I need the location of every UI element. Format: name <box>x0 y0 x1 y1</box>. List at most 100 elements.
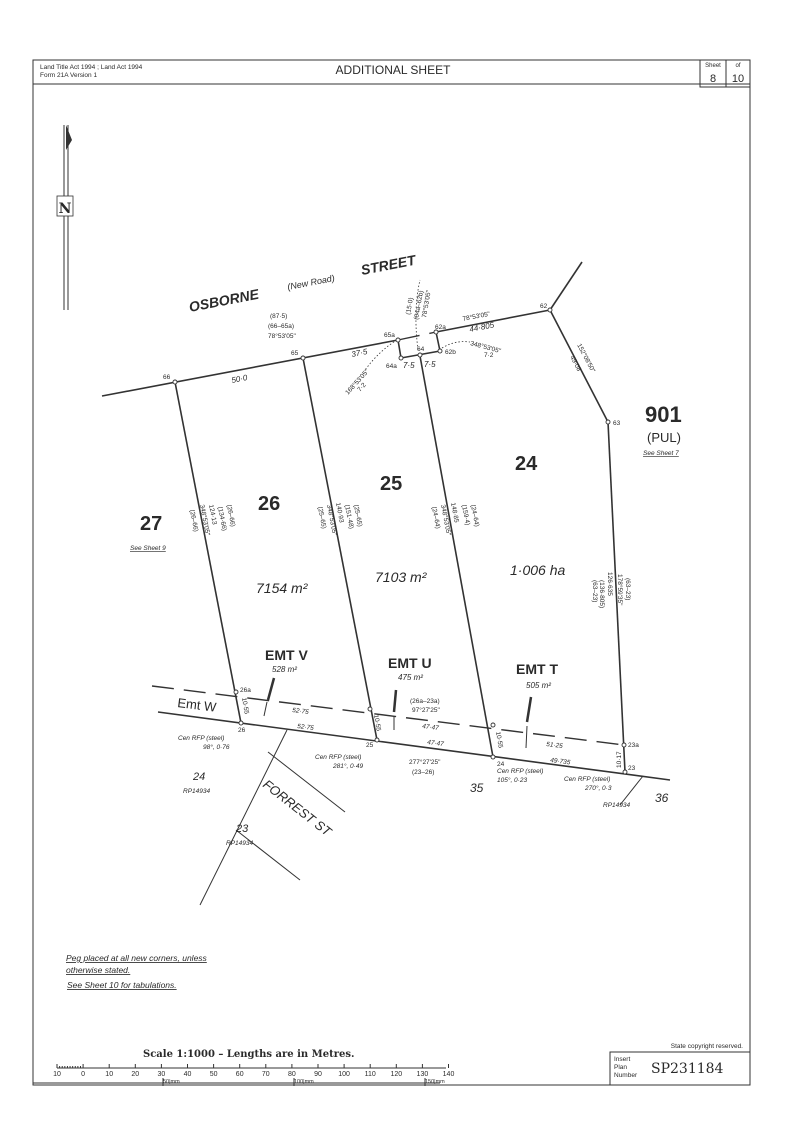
emt-top-3: 51·25 <box>546 741 564 750</box>
point-62a: 62a <box>435 324 446 331</box>
lot-26: 26 <box>258 493 280 515</box>
point-26: 26 <box>238 727 246 734</box>
scale-mm-label: 100|mm <box>294 1079 314 1085</box>
copyright: State copyright reserved. <box>671 1043 743 1050</box>
point-65: 65 <box>291 350 299 357</box>
scale-label: 10 <box>53 1071 61 1078</box>
survey-marks <box>172 307 628 775</box>
bearing-left: 168°53'05" <box>344 367 371 396</box>
total-sheets: 10 <box>732 73 744 85</box>
plan-number: SP231184 <box>651 1061 724 1077</box>
adjacent-lot-36-plan: RP14934 <box>603 802 630 809</box>
rfp-25: Cen RFP (steel) <box>315 754 361 761</box>
rfp-26: Cen RFP (steel) <box>178 735 224 742</box>
scale-label: 20 <box>131 1071 139 1078</box>
dim-l24a: 126·635 <box>606 572 613 596</box>
dim-l25c: 148·85 <box>449 502 460 524</box>
width-1: 10·55 <box>240 697 250 715</box>
point-63: 63 <box>613 420 621 427</box>
rear-ref: (23–26) <box>412 769 434 776</box>
adjacent-lot-23-plan: RP14934 <box>226 840 253 847</box>
easement-u: EMT U <box>388 655 432 671</box>
rfp-25-val: 281°, 0·49 <box>332 762 363 770</box>
emt-top-2: 47·47 <box>422 723 440 732</box>
rear-bearing: 277°27'25" <box>409 758 441 766</box>
point-65a: 65a <box>384 332 395 339</box>
dim-37-5: 37·5 <box>351 347 369 359</box>
number-label: Number <box>614 1072 638 1079</box>
width-3: 10·55 <box>494 731 504 749</box>
lot-25: 25 <box>380 473 402 495</box>
emt-line-ref: (26a–23a) <box>410 698 440 705</box>
dim-l27c: 124·13 <box>207 504 218 526</box>
dim-l24e: (63–23) <box>624 578 631 600</box>
rfp-24-val: 105°, 0·23 <box>497 776 527 784</box>
lot-27-ref: See Sheet 9 <box>130 545 166 552</box>
scale-label: 50 <box>210 1071 218 1078</box>
easement-line <box>151 685 625 746</box>
lot-901-sub: (PUL) <box>647 430 681 445</box>
lot-25-area: 7103 m² <box>375 569 428 585</box>
new-road-label: (New Road) <box>286 273 335 292</box>
rfp-24: Cen RFP (steel) <box>497 768 543 775</box>
dim-44-805: 44·805 <box>469 320 496 334</box>
point-62: 62 <box>540 303 548 310</box>
adjacent-lot-36: 36 <box>655 791 669 805</box>
plan-label: Plan <box>614 1064 627 1071</box>
dim-l24c: (63–23) <box>591 580 598 602</box>
easement-w: Emt W <box>177 695 218 715</box>
scale-label: 140 <box>443 1071 455 1078</box>
lot-901-ref: See Sheet 7 <box>643 450 679 457</box>
scale-label: 110 <box>365 1071 376 1078</box>
easement-t-area: 505 m² <box>526 681 551 690</box>
dist-62-63: 49·08 <box>568 355 582 373</box>
of-label: of <box>735 63 740 69</box>
lot-24-area: 1·006 ha <box>510 562 565 578</box>
boundary-26-25 <box>302 357 378 741</box>
width-4: 10·17 <box>616 751 623 768</box>
dim-l24d: 178°59'35" <box>616 574 624 606</box>
scale-label: 0 <box>81 1071 85 1078</box>
dim-l25e: (24–64) <box>430 506 441 529</box>
dim-l26c: 140·93 <box>334 502 345 524</box>
lot-26-area: 7154 m² <box>256 580 309 596</box>
truncation-1: (15·0) <box>405 297 415 315</box>
rfp-26-val: 98°, 0·76 <box>203 743 230 751</box>
road-dim-3: 78°53'05" <box>268 332 297 340</box>
scale-label: 80 <box>288 1071 296 1078</box>
scale-label: 60 <box>236 1071 244 1078</box>
sheet-label: Sheet <box>705 63 721 69</box>
note-tabulations: See Sheet 10 for tabulations. <box>67 980 177 990</box>
easement-t: EMT T <box>516 661 558 677</box>
adjacent-lot-24-plan: RP14934 <box>183 788 210 795</box>
point-23a: 23a <box>628 742 639 749</box>
adjacent-lot-35: 35 <box>470 781 484 795</box>
scale-label: 120 <box>390 1071 402 1078</box>
boundary-25-24 <box>419 355 494 758</box>
point-25: 25 <box>366 742 374 749</box>
scale-label: 70 <box>262 1071 270 1078</box>
road-dim-2: (66–65a) <box>268 323 294 330</box>
dim-l25b: (24–64) <box>469 504 480 527</box>
lot-901: 901 <box>645 402 682 427</box>
dim-50: 50·0 <box>231 373 249 385</box>
easement-v-area: 528 m² <box>272 665 297 674</box>
act-text: Land Title Act 1994 ; Land Act 1994 <box>40 64 143 71</box>
form-text: Form 21A Version 1 <box>40 72 97 79</box>
insert-label: Insert <box>614 1056 630 1063</box>
dim-l27e: (134·66) <box>216 506 228 531</box>
sheet-border <box>32 59 751 1086</box>
scale-label: 130 <box>417 1071 429 1078</box>
street-boundary <box>101 261 626 773</box>
scale-label: 90 <box>314 1071 322 1078</box>
width-2: 10·55 <box>372 714 382 732</box>
dim-7-5a: 7·5 <box>403 361 415 370</box>
north-arrow-icon: N <box>56 125 74 310</box>
plan-number-box <box>609 1051 751 1086</box>
rfp-23-val: 270°, 0·3 <box>584 784 612 792</box>
easement-u-area: 475 m² <box>398 673 423 682</box>
rfp-23: Cen RFP (steel) <box>564 776 610 783</box>
scale-label: 40 <box>184 1071 192 1078</box>
scale-mm-label: 50|mm <box>163 1079 180 1085</box>
note-peg-2: otherwise stated. <box>66 965 130 975</box>
